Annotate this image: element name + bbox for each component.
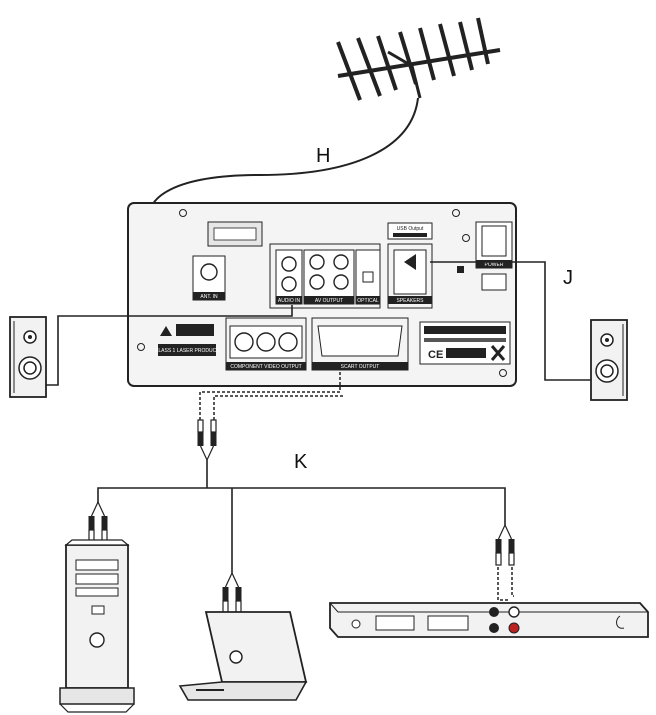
optical-label: OPTICAL xyxy=(357,298,379,304)
callout-k: K xyxy=(294,451,308,473)
rca-plug-icon xyxy=(494,524,516,566)
callout-h: H xyxy=(316,145,330,167)
rca-plug-icon xyxy=(87,501,109,543)
component-label: COMPONENT VIDEO OUTPUT xyxy=(230,364,301,370)
laser-warning-label: CLASS 1 LASER PRODUCT xyxy=(155,348,219,354)
callout-j: J xyxy=(563,267,573,289)
laptop-icon xyxy=(178,611,308,701)
rca-plug-icon xyxy=(221,572,243,614)
antenna-icon xyxy=(336,17,501,101)
main-unit-back-panel: ANT. IN AUDIO IN AV OUTPUT OPTICAL USB O… xyxy=(127,202,517,387)
scart-label: SCART OUTPUT xyxy=(341,364,380,370)
dvd-dotted-cable xyxy=(497,567,514,601)
ant-in-label: ANT. IN xyxy=(200,294,218,300)
speaker-icon xyxy=(590,319,628,401)
right-speaker-cable xyxy=(430,261,591,381)
rca-plug-icon xyxy=(196,419,218,461)
svg-text:CE: CE xyxy=(428,349,443,361)
dvd-player-icon xyxy=(329,602,649,638)
audio-out-cable xyxy=(199,360,344,420)
tower-pc-icon xyxy=(59,539,135,713)
speaker-icon xyxy=(9,316,47,398)
audio-in-label: AUDIO IN xyxy=(278,298,301,304)
av-output-label: AV OUTPUT xyxy=(315,298,343,304)
speakers-label: SPEAKERS xyxy=(397,298,425,304)
left-speaker-cable xyxy=(46,305,293,386)
distribution-cable xyxy=(97,487,506,573)
usb-output-label: USB Output xyxy=(397,226,424,232)
power-label: POWER xyxy=(485,262,504,268)
